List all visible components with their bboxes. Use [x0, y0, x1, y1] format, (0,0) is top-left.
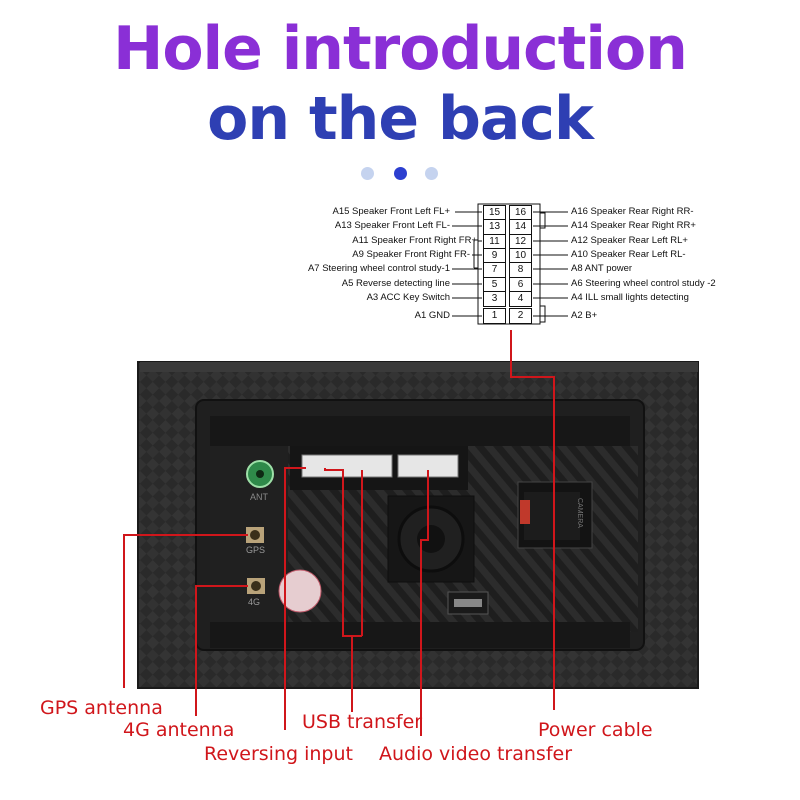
warranty-sticker — [278, 569, 322, 613]
pin-label-a7: A7 Steering wheel control study-1 — [307, 263, 450, 274]
pin-label-a16: A16 Speaker Rear Right RR- — [571, 206, 694, 217]
pin-label-a10: A10 Speaker Rear Left RL- — [571, 249, 686, 260]
carousel-dots — [361, 167, 441, 181]
title-line-2: on the back — [207, 84, 594, 154]
callout-usb-transfer: USB transfer — [302, 711, 423, 733]
pin-label-a14: A14 Speaker Rear Right RR+ — [571, 220, 696, 231]
pin-3: 3 — [483, 291, 506, 307]
pin-label-a12: A12 Speaker Rear Left RL+ — [571, 235, 688, 246]
pin-8: 8 — [509, 262, 532, 278]
pin-label-a15: A15 Speaker Front Left FL+ — [332, 206, 451, 217]
carousel-dot-3[interactable] — [425, 167, 438, 180]
pin-13: 13 — [483, 219, 506, 235]
pin-label-a3: A3 ACC Key Switch — [366, 292, 450, 303]
g4-label: 4G — [248, 597, 261, 607]
pin-14: 14 — [509, 219, 532, 235]
carousel-dot-1[interactable] — [361, 167, 374, 180]
callout-reversing-input: Reversing input — [204, 743, 353, 765]
ant-label: ANT — [250, 492, 268, 502]
pin-label-a1: A1 GND — [414, 310, 450, 321]
carousel-dot-2-active[interactable] — [394, 167, 407, 180]
pin-15: 15 — [483, 205, 506, 221]
g4-connector — [247, 578, 265, 594]
pin-12: 12 — [509, 234, 532, 250]
pinout-leaders — [452, 211, 568, 317]
pin-7: 7 — [483, 262, 506, 278]
pin-label-a6: A6 Steering wheel control study -2 — [571, 278, 716, 289]
pin-label-a13: A13 Speaker Front Left FL- — [334, 220, 450, 231]
pin-label-a8: A8 ANT power — [571, 263, 633, 274]
pin-label-a5: A5 Reverse detecting line — [341, 278, 450, 289]
callout-lines — [123, 330, 555, 736]
pin-1: 1 — [483, 308, 506, 324]
pin-4: 4 — [509, 291, 532, 307]
pin-2: 2 — [509, 308, 532, 324]
title-line-1: Hole introduction — [113, 14, 688, 84]
callout-power-cable: Power cable — [538, 719, 653, 741]
camera-port-label: CAMERA — [576, 498, 583, 528]
callout-audio-video-transfer: Audio video transfer — [379, 743, 573, 765]
pin-16: 16 — [509, 205, 532, 221]
pin-label-a9: A9 Speaker Front Right FR- — [352, 249, 470, 260]
device-back-panel — [137, 361, 699, 689]
callout-gps-antenna: GPS antenna — [40, 697, 163, 719]
white-connectors — [301, 454, 459, 478]
callout-4g-antenna: 4G antenna — [123, 719, 235, 741]
pin-label-a4: A4 ILL small lights detecting — [571, 292, 689, 303]
pin-label-a11: A11 Speaker Front Right FR+ — [352, 235, 477, 246]
pin-label-a2: A2 B+ — [571, 310, 598, 321]
gps-label: GPS — [246, 545, 266, 555]
ant-connector — [246, 460, 274, 488]
gps-connector — [246, 527, 264, 543]
